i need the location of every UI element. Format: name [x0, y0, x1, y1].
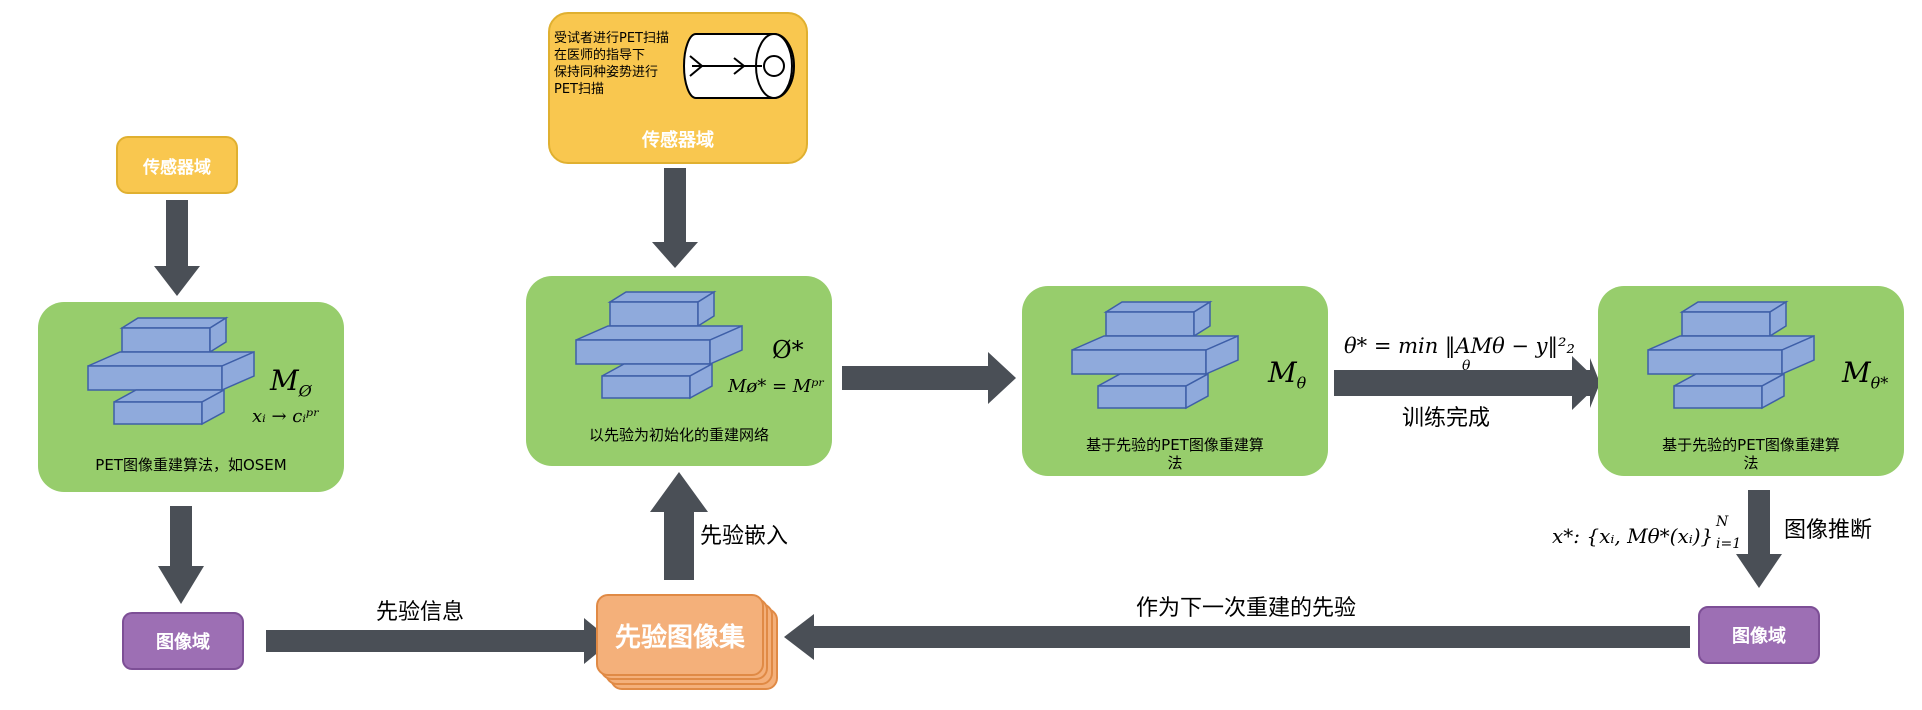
net1-caption: PET图像重建算法，如OSEM [95, 456, 287, 474]
network-layers-icon [87, 316, 255, 426]
training-formula: θ* = min ‖AMθ − y‖²₂ [1344, 334, 1575, 358]
net4-caption-line: 基于先验的PET图像重建算 [1662, 436, 1840, 454]
sensor-domain-left-node: 传感器域 [116, 136, 238, 194]
arrow-sensor-top-to-net2 [652, 168, 698, 268]
pet-scanner-icon [683, 33, 795, 99]
inference-formula-sup: N [1716, 514, 1729, 530]
arrow-sensor-to-net1 [154, 200, 200, 296]
net4-symbol-main: M [1842, 356, 1871, 389]
net3-symbol: Mθ [1268, 356, 1306, 393]
image-inference-label: 图像推断 [1784, 518, 1873, 543]
instruction-line: 在医师的指导下 [554, 48, 646, 63]
arrow-net1-to-image-left [158, 506, 204, 604]
network-layers-icon [1647, 300, 1815, 410]
net2-caption: 以先验为初始化的重建网络 [588, 426, 769, 444]
net2-formula: Mø* = Mᵖʳ [728, 376, 825, 397]
image-domain-left-label: 图像域 [156, 632, 210, 653]
inference-formula: x*: {xᵢ, Mθ*(xᵢ)} [1552, 524, 1713, 548]
net3-symbol-sub: θ [1296, 373, 1307, 393]
net1-symbol: MØ [270, 364, 312, 401]
inference-formula-sub: i=1 [1716, 536, 1742, 552]
prior-info-label: 先验信息 [376, 600, 465, 625]
net4-symbol: Mθ* [1842, 356, 1888, 393]
image-domain-right-label: 图像域 [1732, 626, 1786, 647]
trained-network-theta-star: Mθ* 基于先验的PET图像重建算 法 [1598, 286, 1904, 476]
sensor-domain-top-label: 传感器域 [642, 130, 714, 151]
sensor-domain-top-node: 受试者进行PET扫描 在医师的指导下 保持同种姿势进行 PET扫描 传感器域 [548, 12, 808, 164]
image-domain-left-node: 图像域 [122, 612, 244, 670]
arrow-prior-to-net2 [650, 472, 708, 580]
net3-caption: 基于先验的PET图像重建算 法 [1022, 436, 1328, 472]
reconstruction-network-osem: MØ xᵢ → cᵢᵖʳ PET图像重建算法，如OSEM [38, 302, 344, 492]
net1-formula: xᵢ → cᵢᵖʳ [252, 406, 320, 427]
net2-symbol: Ø* [772, 336, 804, 364]
net4-caption-line: 法 [1743, 454, 1759, 472]
prior-image-set-node: 先验图像集 [596, 594, 778, 690]
as-next-prior-label: 作为下一次重建的先验 [1136, 596, 1357, 621]
network-layers-icon [1071, 300, 1239, 410]
training-done-label: 训练完成 [1402, 406, 1491, 431]
prior-initialized-network: Ø* Mø* = Mᵖʳ 以先验为初始化的重建网络 [526, 276, 832, 466]
arrow-net2-to-net3 [842, 352, 1016, 404]
net1-symbol-main: M [270, 364, 299, 397]
net3-caption-line: 法 [1167, 454, 1183, 472]
net1-symbol-sub: Ø [298, 381, 312, 401]
network-layers-icon [575, 290, 743, 400]
arrow-net3-to-net4 [1334, 356, 1600, 410]
net4-caption: 基于先验的PET图像重建算 法 [1598, 436, 1904, 472]
image-domain-right-node: 图像域 [1698, 606, 1820, 664]
net3-caption-line: 基于先验的PET图像重建算 [1086, 436, 1264, 454]
net4-symbol-sub: θ* [1870, 373, 1889, 393]
training-formula-sub: θ [1462, 358, 1471, 374]
pet-scan-instruction: 受试者进行PET扫描 在医师的指导下 保持同种姿势进行 PET扫描 [554, 30, 684, 98]
instruction-line: PET扫描 [554, 82, 604, 97]
prior-based-network-theta: Mθ 基于先验的PET图像重建算 法 [1022, 286, 1328, 476]
inference-formula-main: x*: {xᵢ, Mθ*(xᵢ)} [1552, 524, 1714, 548]
prior-image-set-label: 先验图像集 [596, 594, 764, 676]
prior-embed-label: 先验嵌入 [700, 524, 789, 549]
training-formula-main: θ* = min ‖AMθ − y‖²₂ [1344, 334, 1575, 358]
arrow-net4-to-image-right [1736, 490, 1782, 588]
instruction-line: 保持同种姿势进行 [554, 65, 659, 80]
sensor-domain-left-label: 传感器域 [143, 157, 211, 178]
arrow-image-right-to-prior [784, 614, 1690, 660]
net3-symbol-main: M [1268, 356, 1297, 389]
instruction-line: 受试者进行PET扫描 [554, 31, 669, 46]
